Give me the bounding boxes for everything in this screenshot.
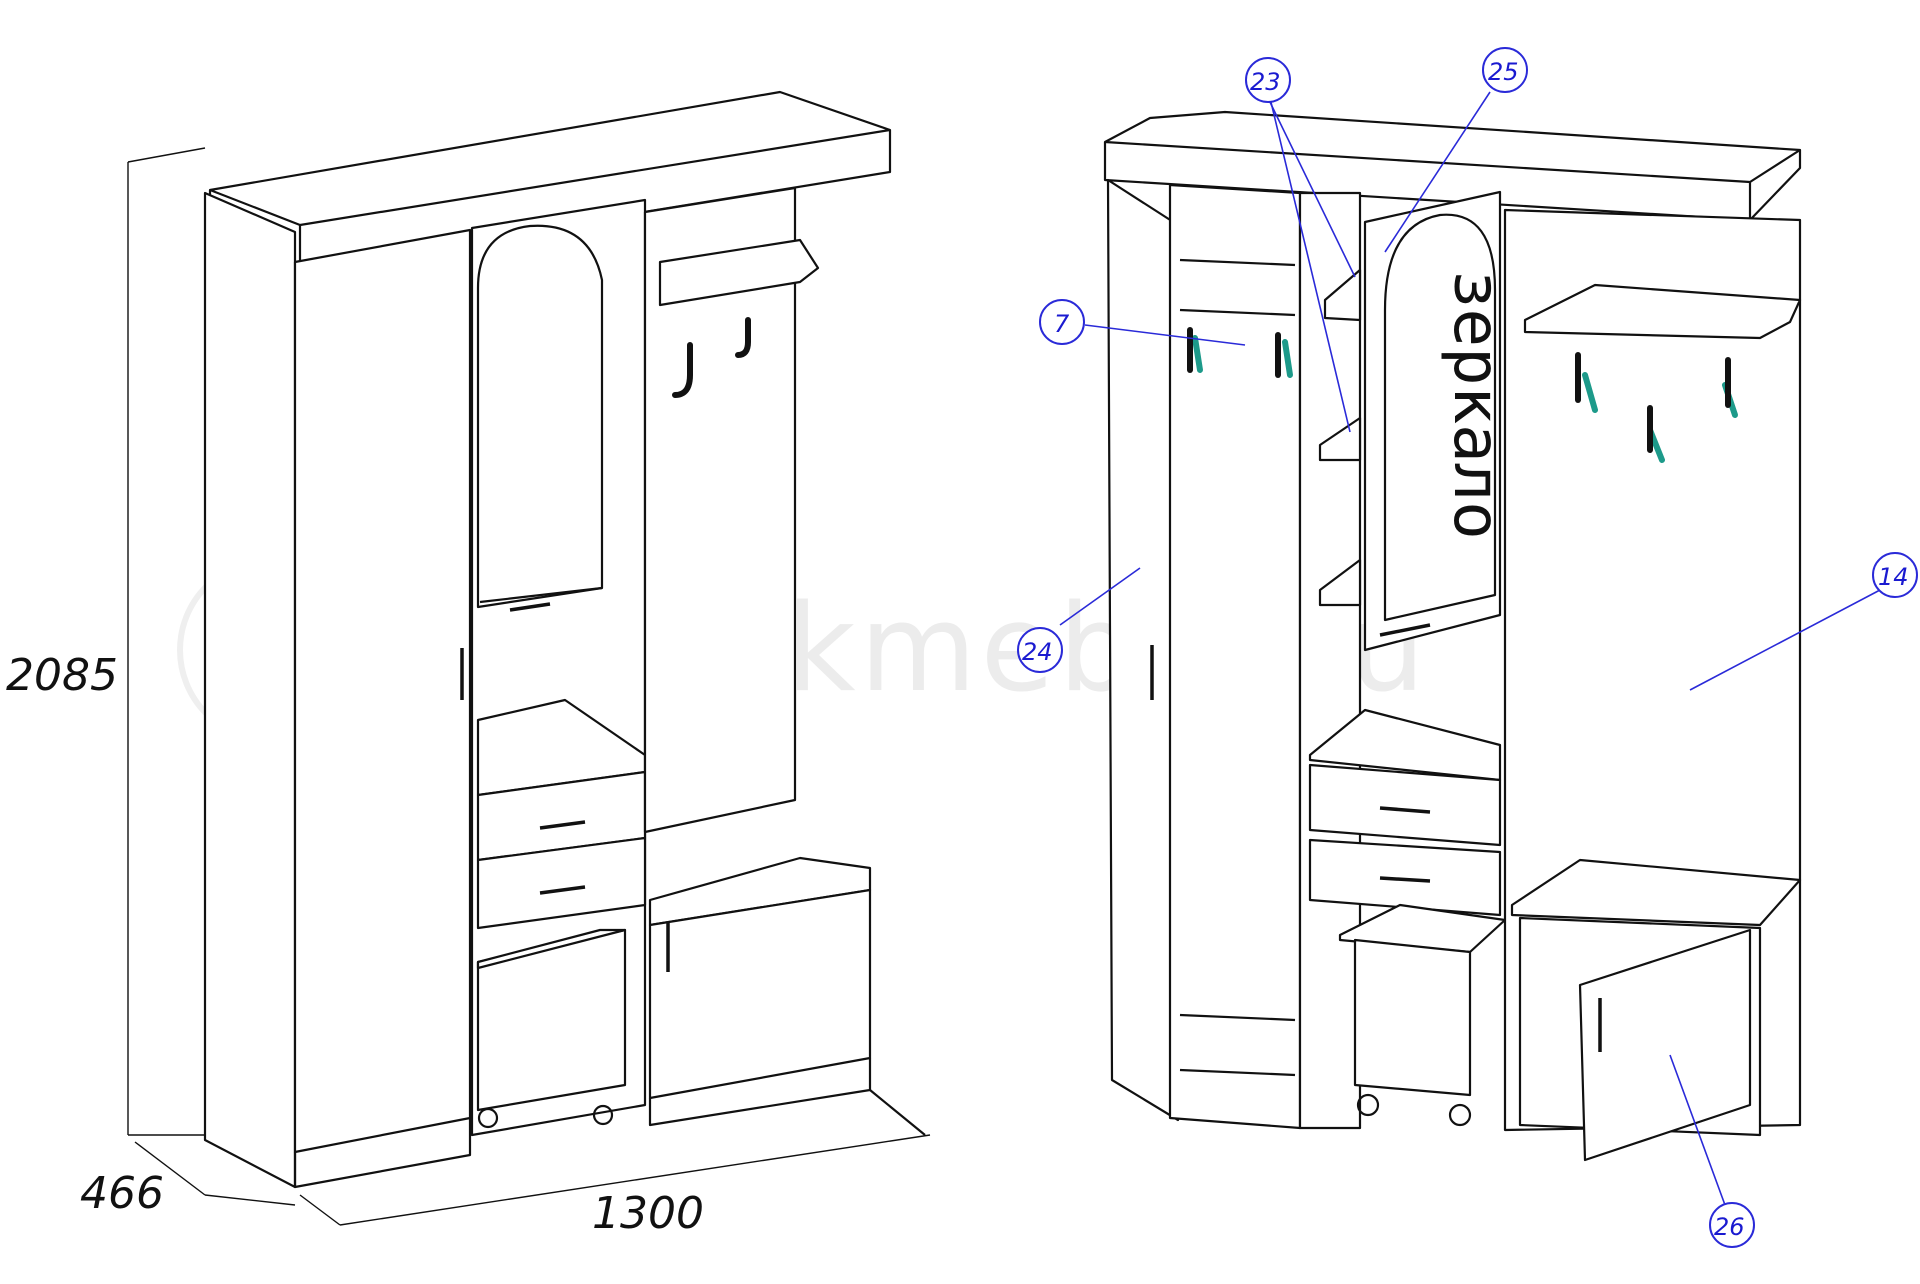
right-hat-shelf [1523,283,1802,340]
left-assembled-view [127,90,931,1226]
right-bench-top [1510,858,1802,927]
right-left-cabinet [1168,183,1302,1130]
callout-23-circle [1245,57,1291,103]
callout-7: 7 [1054,310,1070,338]
callout-14-circle [1872,552,1918,598]
left-hat-shelf [658,238,820,307]
right-left-door-open [1106,178,1180,1122]
callout-24: 24 [1022,638,1053,666]
right-drawer-2 [1308,838,1502,917]
right-lower-door-open [1578,928,1752,1162]
left-hanger-back [643,186,797,834]
right-pouf [1353,938,1472,1097]
callout-25-circle [1482,47,1528,93]
dimension-height: 2085 [6,650,118,701]
callout-14: 14 [1878,563,1909,591]
dimension-depth: 466 [80,1168,164,1219]
callout-26: 26 [1714,1213,1745,1241]
right-drawer-1 [1308,763,1502,847]
callout-7-circle [1039,299,1085,345]
callout-25: 25 [1488,58,1519,86]
dimension-width: 1300 [592,1188,704,1239]
callout-26-circle [1709,1202,1755,1248]
right-desk-top [1308,708,1502,782]
right-shelf-column [1298,191,1362,1130]
left-mirror [476,224,604,609]
callout-24-circle [1017,627,1063,673]
right-pouf-top [1338,903,1507,954]
mirror-label: зеркало [1439,270,1513,540]
left-drawer-2 [476,836,647,930]
right-exploded-view: зеркало [1103,110,1802,1162]
left-lower-door [648,888,872,1100]
right-top-cornice [1103,110,1802,222]
left-side-panel [203,191,297,1189]
left-door [293,228,472,1154]
left-bench-top [648,856,872,927]
callout-23: 23 [1250,68,1281,96]
callouts: 23 25 7 24 14 26 [1017,47,1918,1248]
